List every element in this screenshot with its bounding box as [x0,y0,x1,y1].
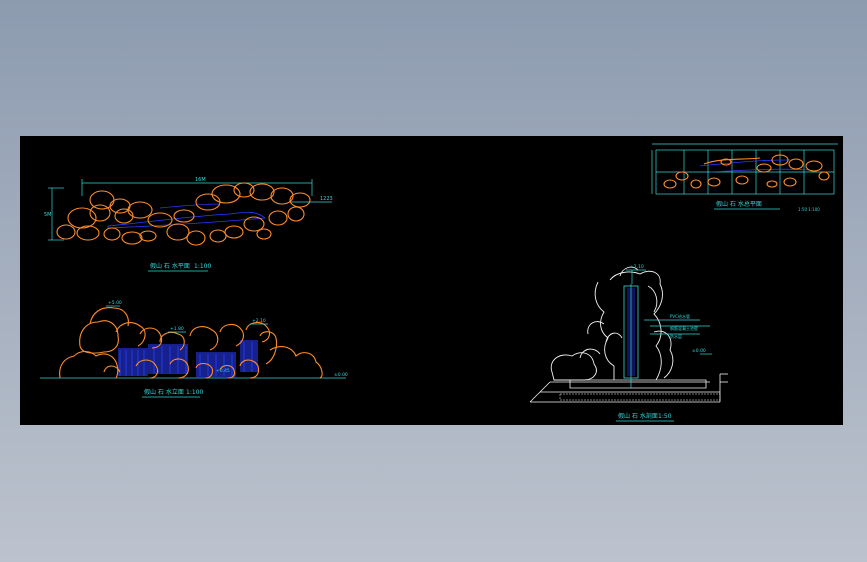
front-title: 假山 石 水立面 [144,388,184,396]
plan-scale: 1:100 [194,263,211,270]
section-note2: 钢筋混凝土池壁 [670,325,698,331]
plan-dim-left: 5M [44,212,52,218]
section-title: 假山 石 水剖面 [618,412,658,420]
cad-drawing: 16M 5M 1223 [40,143,838,422]
cad-drawing-canvas[interactable]: 16M 5M 1223 [20,136,843,425]
index-title: 假山 石 水总平面 [716,200,762,208]
index-plan: 假山 石 水总平面 1:50 1:100 [651,143,838,212]
section-elev-ground: ±0.00 [692,348,706,354]
plan-title: 假山 石 水平面 [150,262,190,270]
section-scale: 1:50 [658,413,672,420]
plan-dim-top: 16M [195,177,206,183]
front-elev-mid1: +1.80 [170,326,184,332]
section-note1: PVC给水管 [670,313,690,319]
section-view: ±0.00 +2.10 PVC给水管 钢筋混凝土池壁 防水层 假山 石 水剖面 … [529,264,728,422]
front-elev-top: +5.00 [108,300,122,306]
plan-mark: 1223 [320,196,333,202]
front-elev-ground: ±0.00 [334,372,348,378]
front-elev-low: +0.45 [216,368,230,374]
plan-view: 16M 5M 1223 [44,177,333,272]
section-elev-top: +2.10 [630,264,644,270]
section-note3: 防水层 [670,333,682,339]
index-note: 1:50 1:100 [798,207,820,212]
front-elevation: +5.00 +1.80 +2.10 +0.45 ±0.00 假山 石 水立面 1… [40,300,348,398]
front-elev-mid2: +2.10 [252,318,266,324]
front-scale: 1:100 [186,389,203,396]
